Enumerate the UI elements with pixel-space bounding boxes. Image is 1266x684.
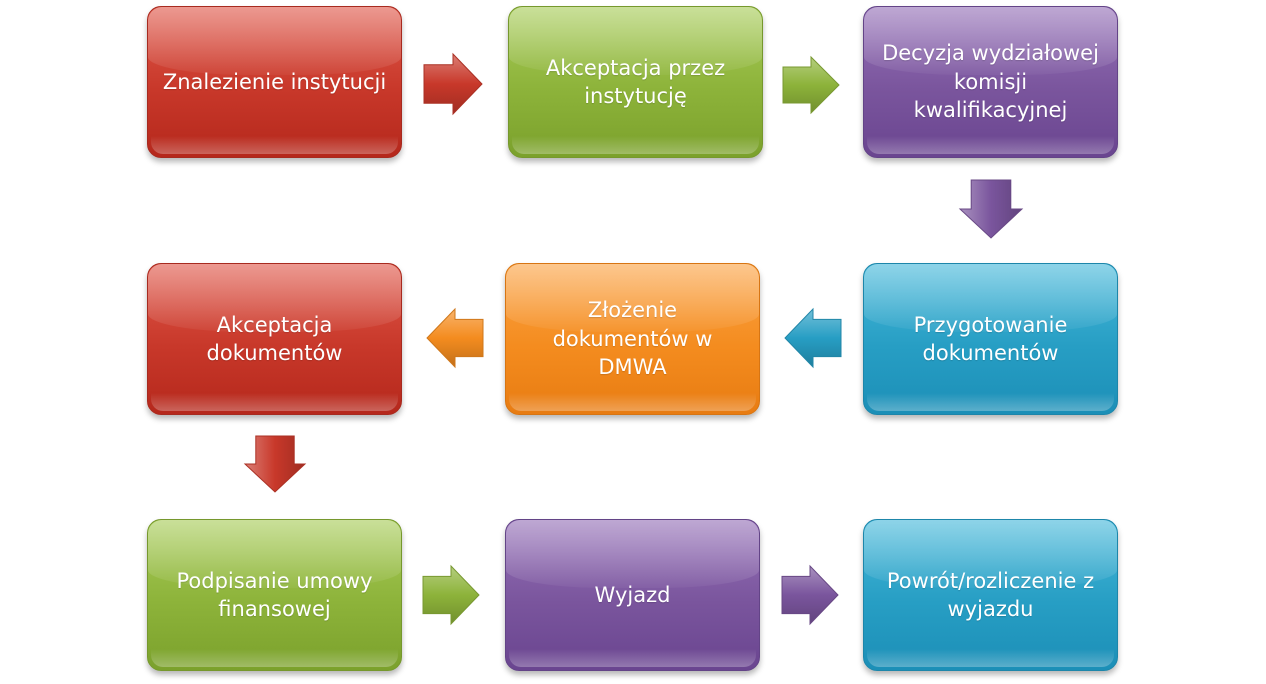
step-label: Powrót/rozliczenie z wyjazdu	[886, 568, 1095, 621]
step-label: Przygotowanie dokumentów	[913, 312, 1068, 365]
arrow-right-icon	[782, 55, 840, 115]
step-label: Złożenie dokumentów w DMWA	[552, 298, 713, 380]
step-powrot-rozliczenie: Powrót/rozliczenie z wyjazdu	[863, 519, 1118, 671]
step-label: Znalezienie instytucji	[162, 69, 387, 94]
arrow-shape	[781, 564, 839, 626]
arrow-shape	[784, 307, 842, 369]
step-label: Akceptacja przez instytucję	[545, 55, 726, 108]
step-zlozenie-dokumentow: Złożenie dokumentów w DMWA	[505, 263, 760, 415]
arrow-right-icon	[423, 52, 483, 116]
arrow-down-icon	[958, 179, 1024, 239]
step-akceptacja-przez-instytucje: Akceptacja przez instytucję	[508, 6, 763, 158]
arrow-shape	[958, 179, 1024, 239]
step-label: Decyzja wydziałowej komisji kwalifikacyj…	[882, 41, 1099, 123]
arrow-shape	[782, 55, 840, 115]
step-decyzja-komisji: Decyzja wydziałowej komisji kwalifikacyj…	[863, 6, 1118, 158]
step-label: Podpisanie umowy finansowej	[176, 568, 373, 621]
arrow-right-icon	[781, 564, 839, 626]
arrow-right-icon	[422, 564, 480, 626]
arrow-left-icon	[784, 307, 842, 369]
step-znalezienie-instytucji: Znalezienie instytucji	[147, 6, 402, 158]
step-label: Wyjazd	[594, 582, 671, 607]
arrow-shape	[422, 564, 480, 626]
arrow-left-icon	[426, 307, 484, 369]
step-podpisanie-umowy: Podpisanie umowy finansowej	[147, 519, 402, 671]
step-przygotowanie-dokumentow: Przygotowanie dokumentów	[863, 263, 1118, 415]
step-akceptacja-dokumentow: Akceptacja dokumentów	[147, 263, 402, 415]
arrow-down-icon	[243, 435, 307, 493]
arrow-shape	[243, 435, 307, 493]
step-wyjazd: Wyjazd	[505, 519, 760, 671]
arrow-shape	[423, 52, 483, 116]
arrow-shape	[426, 307, 484, 369]
step-label: Akceptacja dokumentów	[206, 312, 343, 365]
